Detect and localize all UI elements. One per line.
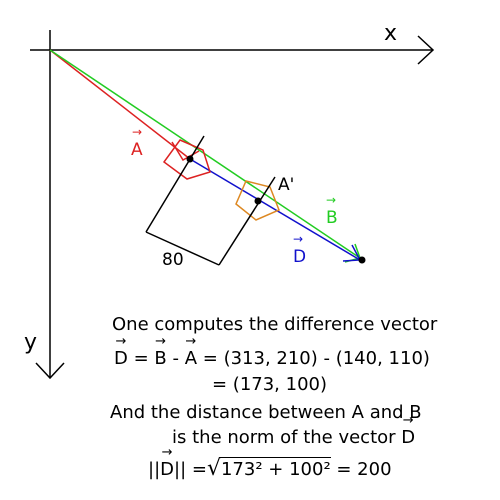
vector-d-label-arrow: →: [293, 232, 303, 246]
vector-d-label: D: [293, 247, 306, 267]
dimension-line-right: [218, 176, 276, 266]
distance-d-vector: D: [401, 427, 415, 449]
point-a-prime-label: A': [278, 175, 294, 195]
distance-text-line2-words: is the norm of the vector: [172, 427, 396, 448]
point-b: [358, 256, 366, 264]
equation-d-vector: D: [114, 348, 128, 370]
x-axis-arrowhead: [417, 35, 435, 65]
norm-open-bars: ||: [148, 459, 161, 480]
vector-b-label-arrow: →: [326, 193, 336, 207]
intro-text: One computes the difference vector: [112, 314, 438, 335]
a-rotation-marker: [162, 139, 211, 180]
equation-rhs: = (313, 210) - (140, 110): [197, 348, 430, 369]
norm-d-vector: D: [160, 459, 174, 481]
dimension-label: 80: [162, 250, 184, 270]
equation-a-vector: A: [185, 348, 197, 370]
y-axis-label: y: [24, 330, 37, 355]
difference-result: = (173, 100): [212, 374, 328, 395]
vector-b-label: B: [326, 208, 338, 228]
difference-equation: D = B - A = (313, 210) - (140, 110): [114, 348, 430, 370]
norm-close-bars: || =: [174, 459, 207, 480]
a-prime-rotation-marker: [235, 180, 280, 221]
dimension-line-base: [145, 231, 220, 266]
equation-equals: =: [127, 348, 155, 369]
x-axis-label: x: [384, 21, 397, 46]
distance-text-line1: And the distance between A and B: [110, 402, 422, 423]
equation-b-vector: B: [154, 348, 166, 370]
vector-d-line: [189, 158, 361, 261]
y-axis-arrowhead: [35, 362, 65, 380]
distance-text-line2: is the norm of the vector D: [172, 427, 415, 449]
sqrt-body: 173² + 100²: [220, 457, 331, 480]
vector-a-label: A: [131, 140, 143, 160]
norm-result: = 200: [330, 459, 392, 480]
vector-a-line: [49, 49, 191, 160]
equation-minus: -: [166, 348, 185, 369]
vector-a-label-arrow: →: [132, 125, 142, 139]
sqrt-icon: √: [206, 456, 221, 481]
dimension-line-left: [145, 135, 205, 233]
point-a-prime: [254, 197, 262, 205]
norm-equation: ||D|| =√173² + 100² = 200: [148, 456, 392, 481]
